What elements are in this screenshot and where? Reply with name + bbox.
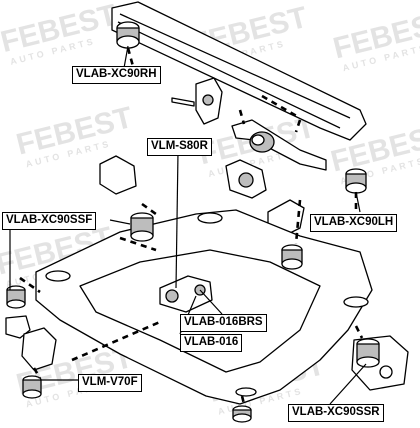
- bushing-bottom-center: [232, 405, 252, 423]
- torque-rod-s80r: [159, 275, 213, 313]
- link-arm: [231, 119, 327, 171]
- bushing-xc90ssf: [130, 212, 154, 242]
- bolt: [171, 97, 195, 107]
- bushing-xc90ssr: [356, 338, 380, 368]
- label-vlm-v70f: VLM-V70F: [78, 374, 142, 392]
- label-vlab-xc90ssf: VLAB-XC90SSF: [2, 212, 97, 230]
- label-vlm-s80r: VLM-S80R: [147, 138, 212, 156]
- label-vlab-xc90rh: VLAB-XC90RH: [72, 66, 161, 84]
- bushing-xc90lh: [345, 168, 367, 194]
- label-vlab-016: VLAB-016: [180, 334, 243, 352]
- bushing-center-right: [281, 244, 303, 270]
- subframe-hole-left: [45, 270, 71, 282]
- subframe-inner: [79, 249, 321, 373]
- cross-member-bar: [111, 1, 367, 141]
- subframe-hole-top: [197, 212, 223, 224]
- bushing-xc90rh: [116, 21, 140, 49]
- subframe-hole-bottom: [235, 387, 257, 397]
- bushing-left-lower: [22, 375, 42, 399]
- cross-member-ridge: [117, 13, 351, 129]
- engine-mount-v70f: [21, 327, 57, 371]
- assembly-lines: [19, 47, 364, 405]
- bushing-left-upper: [6, 285, 26, 309]
- bracket-bolt-hole: [202, 94, 214, 106]
- bushing-cylinder: [249, 131, 275, 153]
- ssr-bolt-hole: [379, 365, 393, 379]
- clamp-hole: [238, 172, 254, 188]
- label-vlab-xc90lh: VLAB-XC90LH: [310, 214, 398, 232]
- label-vlab-xc90ssr: VLAB-XC90SSR: [288, 404, 384, 422]
- rubber-mount-left: [99, 155, 137, 195]
- label-vlab-016brs: VLAB-016BRS: [180, 314, 267, 332]
- subframe-hole-right: [343, 296, 369, 308]
